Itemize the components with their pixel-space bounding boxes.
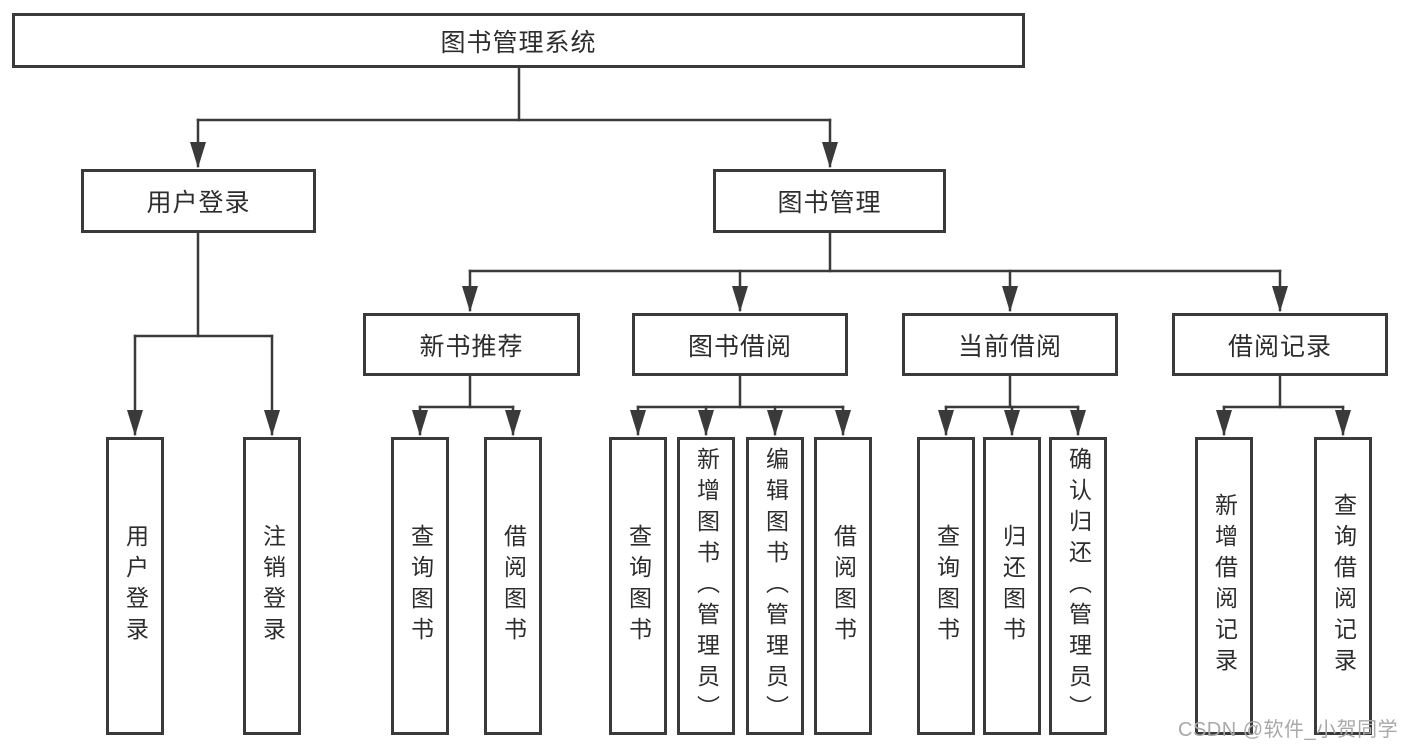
node-label: 新增图书（管理员） — [693, 446, 720, 726]
node-book-management: 图书管理 — [713, 169, 946, 233]
node-label: 借阅图书 — [830, 524, 857, 648]
node-label: 查询图书 — [933, 524, 960, 648]
leaf-query-borrow-record: 查询借阅记录 — [1314, 437, 1372, 735]
leaf-return-books: 归还图书 — [983, 437, 1041, 735]
leaf-add-books-admin: 新增图书（管理员） — [677, 437, 735, 735]
node-user-login: 用户登录 — [81, 169, 316, 233]
node-label: 查询图书 — [407, 524, 434, 648]
leaf-borrow-books: 借阅图书 — [814, 437, 872, 735]
node-label: 查询图书 — [625, 524, 652, 648]
node-label: 确认归还（管理员） — [1065, 446, 1092, 726]
csdn-watermark: CSDN @软件_小贺同学 — [1178, 719, 1399, 741]
leaf-borrow-books: 借阅图书 — [484, 437, 542, 735]
leaf-confirm-return-admin: 确认归还（管理员） — [1049, 437, 1107, 735]
node-label: 借阅记录 — [1227, 332, 1332, 361]
node-label: 用户登录 — [122, 524, 149, 648]
node-label: 当前借阅 — [957, 332, 1062, 361]
node-label: 用户登录 — [146, 189, 251, 217]
leaf-add-borrow-record: 新增借阅记录 — [1195, 437, 1253, 735]
node-library-management-system: 图书管理系统 — [12, 13, 1025, 68]
node-label: 图书借阅 — [687, 332, 792, 361]
node-label: 图书管理 — [777, 189, 882, 217]
leaf-logout: 注销登录 — [243, 437, 301, 735]
node-label: 新书推荐 — [419, 332, 524, 361]
leaf-query-books: 查询图书 — [917, 437, 975, 735]
node-label: 注销登录 — [259, 524, 286, 648]
node-borrow-records: 借阅记录 — [1172, 313, 1388, 376]
node-label: 图书管理系统 — [440, 28, 597, 57]
node-current-borrow: 当前借阅 — [902, 313, 1118, 376]
node-book-borrow: 图书借阅 — [632, 313, 848, 376]
node-label: 编辑图书（管理员） — [762, 446, 789, 726]
node-new-book-recommend: 新书推荐 — [363, 313, 580, 376]
leaf-query-books: 查询图书 — [391, 437, 449, 735]
node-label: 归还图书 — [999, 524, 1026, 648]
node-label: 查询借阅记录 — [1330, 493, 1357, 679]
node-label: 新增借阅记录 — [1211, 493, 1238, 679]
leaf-user-login: 用户登录 — [106, 437, 164, 735]
leaf-edit-books-admin: 编辑图书（管理员） — [746, 437, 804, 735]
leaf-query-books: 查询图书 — [609, 437, 667, 735]
node-label: 借阅图书 — [500, 524, 527, 648]
